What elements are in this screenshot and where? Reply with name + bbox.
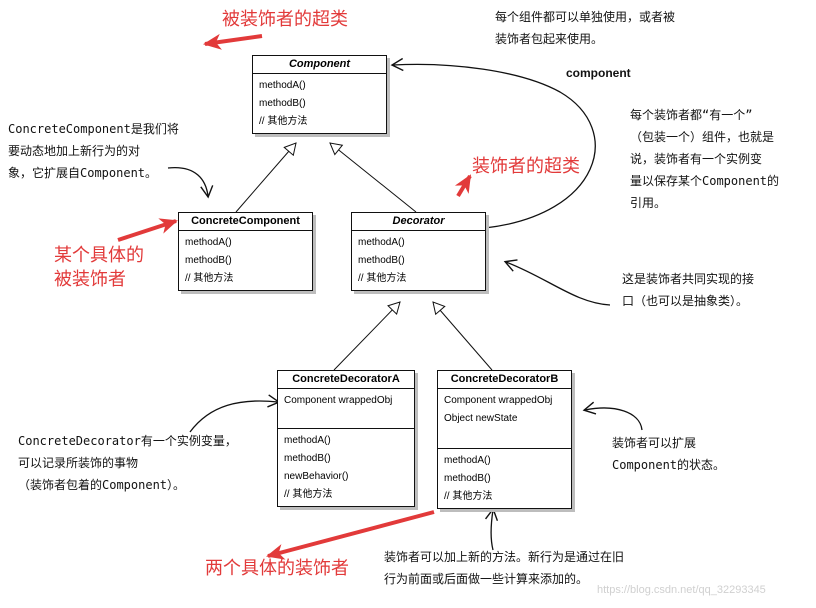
method: // 其他方法 [185, 273, 234, 284]
note-line: 这是装饰者共同实现的接 [622, 272, 755, 286]
note-interface: 这是装饰者共同实现的接 口（也可以是抽象类）。 [622, 268, 754, 312]
class-decorator-name: Decorator [352, 213, 485, 231]
note-top-right: 每个组件都可以单独使用，或者被 装饰者包起来使用。 [495, 6, 675, 50]
note-line: 行为前面或后面做一些计算来添加的。 [384, 572, 589, 586]
note-line: 说，装饰者有一个实例变 [630, 152, 763, 166]
label-concrete-component-line: 被装饰者 [54, 269, 126, 290]
class-decorator-b-methods: methodA() methodB() // 其他方法 [438, 449, 571, 508]
note-arrow-right-state [582, 401, 643, 431]
field: Component wrappedObj [284, 395, 393, 406]
method: methodB() [284, 453, 331, 464]
red-arrow-decorated-super [203, 33, 263, 50]
class-decorator-b: ConcreteDecoratorB Component wrappedObj … [437, 370, 572, 509]
class-decorator-a-methods: methodA() methodB() newBehavior() // 其他方… [278, 429, 414, 506]
method: methodB() [185, 255, 232, 266]
note-line: 装饰者包起来使用。 [495, 32, 604, 46]
class-decorator: Decorator methodA() methodB() // 其他方法 [351, 212, 486, 291]
method: // 其他方法 [284, 489, 333, 500]
method: // 其他方法 [358, 273, 407, 284]
method: methodA() [185, 237, 232, 248]
label-concrete-component-line: 某个具体的 [54, 245, 144, 266]
note-line: （装饰者包着的Component）。 [18, 478, 186, 492]
method: methodA() [284, 435, 331, 446]
class-component: Component methodA() methodB() // 其他方法 [252, 55, 387, 134]
inherit-decorator-a [333, 301, 401, 371]
note-line: Component的状态。 [612, 458, 726, 472]
class-component-name: Component [253, 56, 386, 74]
method: methodB() [358, 255, 405, 266]
note-line: 装饰者可以扩展 [612, 436, 697, 450]
inherit-decorator [329, 142, 417, 213]
note-line: 每个装饰者都“有一个” [630, 108, 753, 122]
class-concrete-component-name: ConcreteComponent [179, 213, 312, 231]
note-right-state: 装饰者可以扩展 Component的状态。 [612, 432, 725, 476]
class-component-methods: methodA() methodB() // 其他方法 [253, 74, 386, 133]
association-arrow [390, 57, 596, 229]
label-decorated-super: 被装饰者的超类 [222, 9, 348, 30]
note-line: ConcreteDecorator有一个实例变量， [18, 434, 237, 448]
inherit-decorator-b [432, 301, 493, 371]
class-decorator-a-fields: Component wrappedObj [278, 389, 414, 429]
note-arrow-left-decorator [189, 394, 281, 433]
note-bottom: 装饰者可以加上新的方法。新行为是通过在旧 行为前面或后面做一些计算来添加的。 [384, 546, 624, 590]
note-line: 口（也可以是抽象类）。 [622, 294, 749, 308]
note-line: 要动态地加上新行为的对 [8, 144, 141, 158]
label-two-decorators: 两个具体的装饰者 [205, 558, 349, 579]
note-arrow-interface [503, 259, 611, 306]
method: methodB() [259, 98, 306, 109]
note-line: 可以记录所装饰的事物 [18, 456, 139, 470]
class-decorator-b-name: ConcreteDecoratorB [438, 371, 571, 389]
note-line: 装饰者可以加上新的方法。新行为是通过在旧 [384, 550, 625, 564]
note-left-decorator: ConcreteDecorator有一个实例变量， 可以记录所装饰的事物 （装饰… [18, 430, 237, 496]
method: // 其他方法 [259, 116, 308, 127]
class-decorator-b-fields: Component wrappedObj Object newState [438, 389, 571, 449]
watermark: https://blog.csdn.net/qq_32293345 [597, 584, 766, 596]
note-line: 引用。 [630, 196, 667, 210]
method: methodA() [444, 455, 491, 466]
note-line: ConcreteComponent是我们将 [8, 122, 179, 136]
association-label: component [566, 66, 631, 80]
method: // 其他方法 [444, 491, 493, 502]
field: Component wrappedObj [444, 395, 553, 406]
note-arrow-left-concrete [167, 167, 214, 199]
red-arrow-concrete-component [117, 218, 178, 242]
method: methodB() [444, 473, 491, 484]
class-decorator-a: ConcreteDecoratorA Component wrappedObj … [277, 370, 415, 507]
note-left-concrete: ConcreteComponent是我们将 要动态地加上新行为的对 象，它扩展自… [8, 118, 179, 184]
note-line: 量以保存某个Component的 [630, 174, 780, 188]
inherit-concrete-component [235, 142, 297, 213]
note-line: 象，它扩展自Component。 [8, 166, 158, 180]
note-line: （包装一个）组件，也就是 [630, 130, 775, 144]
label-concrete-component: 某个具体的 被装饰者 [54, 244, 144, 292]
note-line: 每个组件都可以单独使用，或者被 [495, 10, 676, 24]
method: newBehavior() [284, 471, 349, 482]
note-arrow-bottom [484, 507, 499, 551]
method: methodA() [259, 80, 306, 91]
class-concrete-component-methods: methodA() methodB() // 其他方法 [179, 231, 312, 290]
label-decorator-super: 装饰者的超类 [472, 156, 580, 177]
class-decorator-a-name: ConcreteDecoratorA [278, 371, 414, 389]
note-right-has-a: 每个装饰者都“有一个” （包装一个）组件，也就是 说，装饰者有一个实例变 量以保… [630, 104, 779, 214]
red-arrow-decorator-super [454, 174, 472, 198]
method: methodA() [358, 237, 405, 248]
class-decorator-methods: methodA() methodB() // 其他方法 [352, 231, 485, 290]
class-concrete-component: ConcreteComponent methodA() methodB() //… [178, 212, 313, 291]
field: Object newState [444, 413, 518, 424]
red-arrow-two-decorators [266, 510, 435, 560]
